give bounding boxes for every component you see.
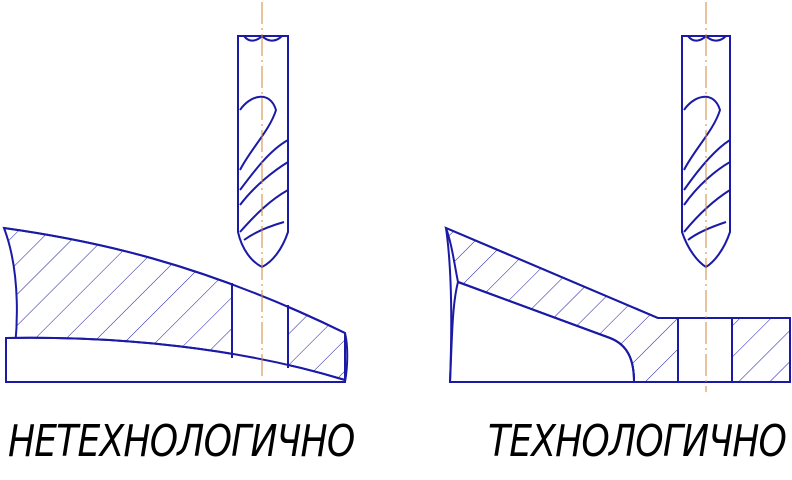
label-non-technological: НЕТЕХНОЛОГИЧНО xyxy=(8,416,355,467)
right-hole xyxy=(678,319,732,381)
label-technological: ТЕХНОЛОГИЧНО xyxy=(488,416,787,467)
left-hole xyxy=(232,280,288,384)
right-workpiece xyxy=(444,226,791,383)
left-workpiece xyxy=(2,226,349,384)
left-drill xyxy=(237,34,289,269)
